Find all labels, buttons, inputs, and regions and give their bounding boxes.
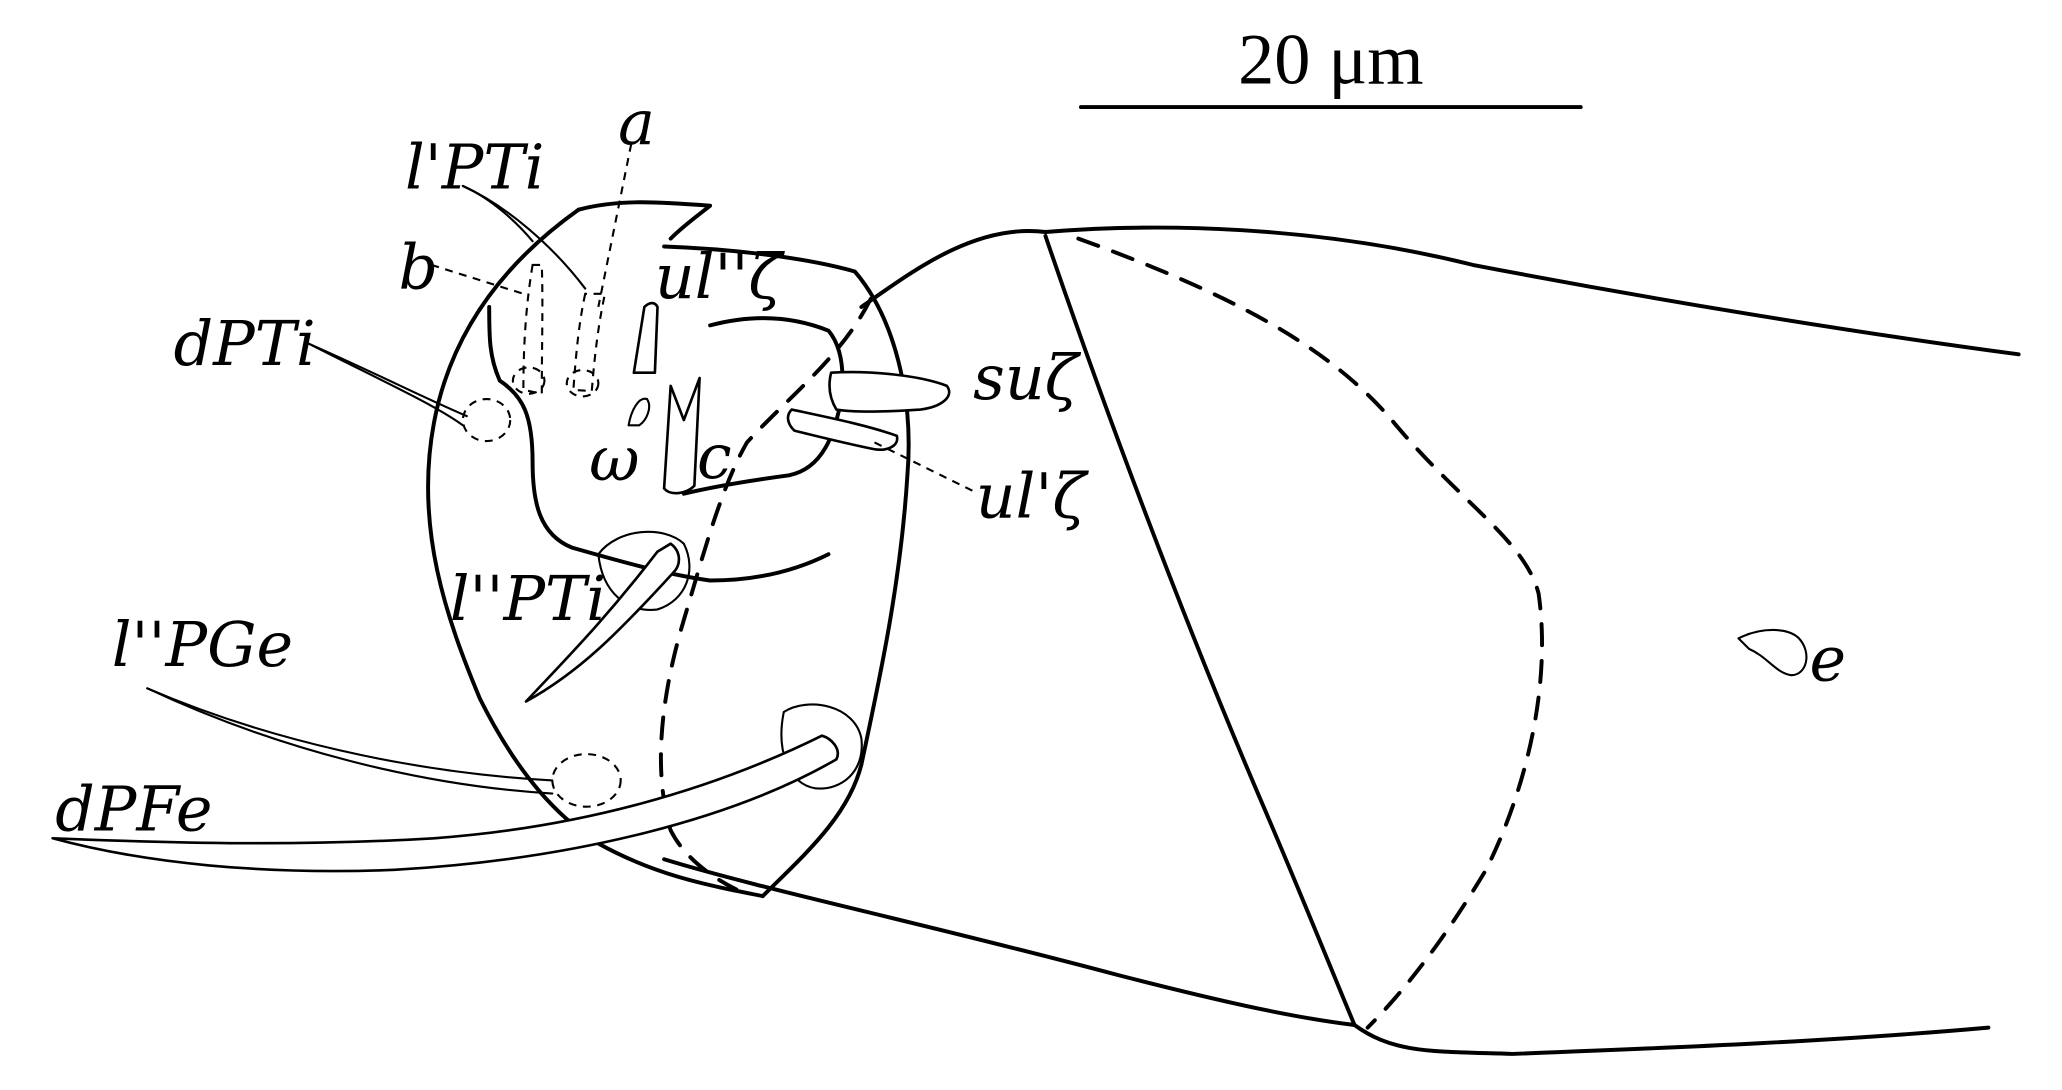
- leader-lines: [146, 143, 974, 795]
- seta-dPFe: [51, 734, 839, 873]
- seta-e: [1737, 628, 1808, 677]
- seta-ul-prime: [786, 408, 899, 451]
- label-su: suζ: [973, 342, 1082, 414]
- label-e: e: [1810, 623, 1847, 695]
- femur-segment: [662, 225, 2021, 1056]
- labels: a l'PTi b ul''ζ dPTi suζ ω c ul'ζ l''PTi…: [55, 87, 1846, 845]
- label-ul-prime: ul'ζ: [976, 460, 1090, 532]
- leader-ul-prime: [874, 441, 974, 493]
- label-lPTi-double: l''PTi: [450, 563, 606, 635]
- setae: [51, 263, 1808, 873]
- seta-c: [662, 376, 701, 495]
- label-ul-double: ul''ζ: [655, 241, 786, 313]
- femur-dashed-margin: [1076, 236, 1544, 1030]
- tibia-outline: [426, 207, 765, 899]
- scale-bar-label: 20 μm: [1238, 19, 1423, 99]
- femur-upper-outline: [859, 225, 2021, 357]
- seta-lPTi-double-socket: [597, 530, 691, 611]
- label-dPFe: dPFe: [55, 773, 212, 845]
- label-omega: ω: [589, 424, 639, 496]
- scale-bar: 20 μm: [1078, 19, 1583, 110]
- leader-dPTi-1: [307, 342, 468, 418]
- label-c: c: [697, 421, 732, 493]
- label-dPTi: dPTi: [174, 308, 316, 380]
- seta-b-socket: [511, 366, 546, 395]
- seta-dPTi-socket: [461, 397, 512, 443]
- solenidion-omega: [627, 397, 651, 427]
- label-b: b: [398, 232, 438, 304]
- tibia-inner-fold: [487, 305, 831, 583]
- seta-su: [828, 370, 951, 413]
- leader-dPTi-2: [307, 342, 464, 427]
- femur-joint-line: [1043, 233, 1357, 1027]
- label-a: a: [618, 87, 655, 159]
- label-lPTi-prime: l'PTi: [405, 132, 544, 204]
- leader-lPGe-1: [146, 687, 554, 782]
- seta-b-dashed: [522, 263, 544, 396]
- claw-upper: [576, 200, 713, 241]
- seta-a-socket: [565, 369, 600, 398]
- tibia-right-outline: [662, 244, 911, 899]
- leader-lPGe-2: [146, 687, 554, 795]
- leader-a: [597, 143, 633, 308]
- seta-lPGe-socket: [551, 753, 622, 808]
- tibia-dashed-margin: [658, 297, 873, 892]
- tibia-segment: [426, 200, 911, 899]
- seta-lPTi-double: [524, 542, 681, 703]
- femur-lower-outline: [662, 857, 1991, 1056]
- seta-a-dashed: [572, 292, 607, 393]
- leader-b: [431, 263, 524, 295]
- label-lPGe: l''PGe: [112, 609, 293, 681]
- seta-ul-double: [632, 301, 659, 375]
- leader-lPTi-prime-2: [461, 184, 587, 290]
